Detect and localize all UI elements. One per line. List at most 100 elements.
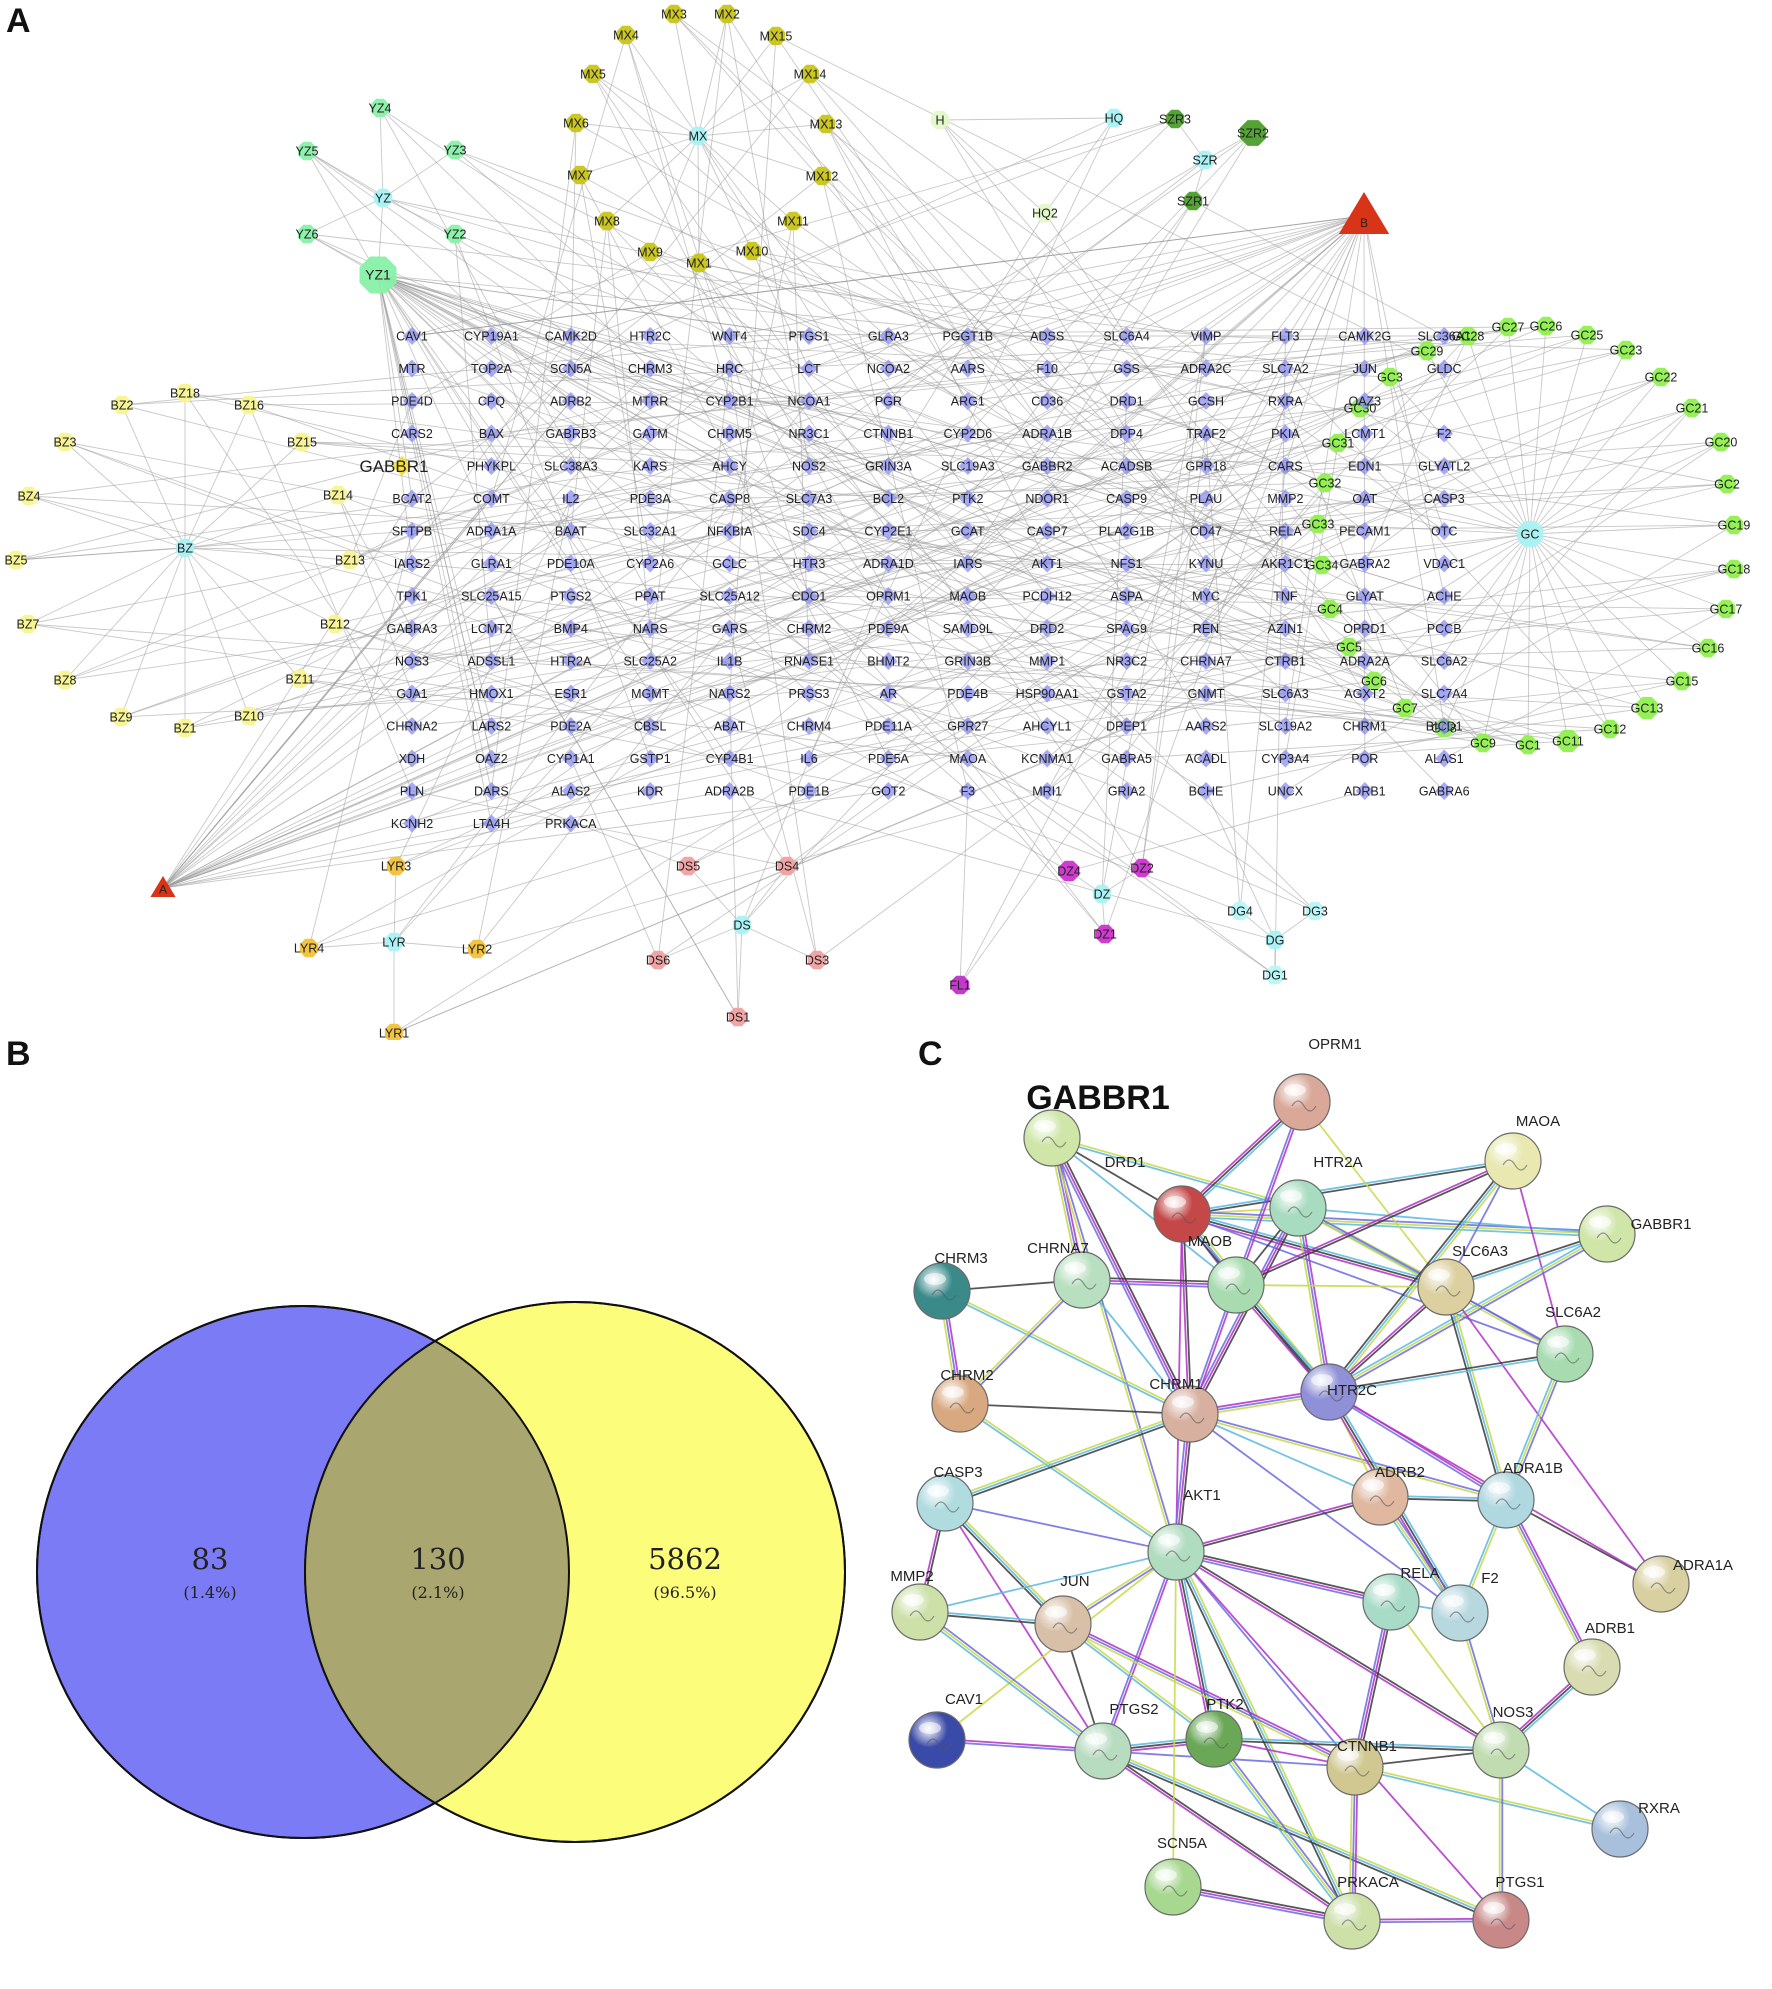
edge-lyr-slc25a2 — [393, 660, 651, 943]
edge-bz8-ahcy — [64, 465, 730, 681]
node-gc20: GC20 — [1705, 432, 1737, 452]
edge-b-cav1 — [411, 215, 1365, 337]
node-ptgs1: PTGS1 — [789, 327, 830, 345]
svg-text:DPP4: DPP4 — [1110, 427, 1143, 441]
node-lars2: LARS2 — [472, 717, 511, 735]
svg-text:BAAT: BAAT — [555, 525, 587, 539]
svg-text:CYP2B1: CYP2B1 — [706, 395, 754, 409]
edge-gc17-chrna2 — [411, 608, 1727, 727]
svg-text:PTGS2: PTGS2 — [1109, 1701, 1158, 1718]
node-abat: ABAT — [714, 717, 746, 735]
svg-text:CYP2E1: CYP2E1 — [864, 525, 912, 539]
svg-text:SLC7A3: SLC7A3 — [786, 492, 833, 506]
svg-text:CYP1A1: CYP1A1 — [547, 752, 595, 766]
node-azin1: AZIN1 — [1268, 619, 1303, 638]
svg-text:CAV1: CAV1 — [945, 1691, 983, 1708]
svg-text:YZ5: YZ5 — [296, 145, 319, 159]
node-slc36a1: SLC36A1 — [1417, 327, 1471, 345]
ppi-edge — [1175, 1551, 1356, 1768]
node-sdc4: SDC4 — [792, 522, 826, 540]
node-myc: MYC — [1192, 587, 1220, 605]
svg-text:MMP2: MMP2 — [1267, 492, 1303, 506]
ppi-edge — [944, 1413, 1191, 1504]
node-gstp1: GSTP1 — [630, 749, 671, 768]
svg-text:GLDC: GLDC — [1427, 362, 1462, 376]
edge-yz5-dpep1 — [306, 150, 1127, 727]
node-baat: BAAT — [555, 522, 587, 540]
svg-text:HRC: HRC — [716, 362, 743, 376]
svg-text:PGGT1B: PGGT1B — [942, 330, 993, 344]
edge-a-hrc — [162, 368, 730, 889]
edge-dz1-maoa — [967, 758, 1106, 935]
edge-lyr4-jun — [308, 368, 1366, 949]
svg-text:ADRA1A: ADRA1A — [1673, 1557, 1733, 1574]
node-comt: COMT — [473, 489, 510, 508]
edge-ds6-hrc — [657, 368, 731, 961]
edge-b-iars2 — [411, 215, 1365, 564]
svg-text:CASP3: CASP3 — [1424, 492, 1465, 506]
node-il6: IL6 — [800, 749, 818, 768]
node-bz15: BZ15 — [287, 432, 317, 452]
svg-text:GSTP1: GSTP1 — [630, 752, 671, 766]
ppi-edge — [1181, 1215, 1446, 1291]
edge-gc-gc3 — [1389, 376, 1531, 535]
ppi-edge — [1172, 1886, 1353, 1922]
svg-text:SLC19A2: SLC19A2 — [1259, 720, 1313, 734]
node-cyp2b1: CYP2B1 — [706, 392, 754, 410]
svg-text:MAOA: MAOA — [949, 752, 986, 766]
svg-text:AHCYL1: AHCYL1 — [1023, 720, 1072, 734]
node-slc25a2: SLC25A2 — [623, 652, 677, 670]
node-gsta2: GSTA2 — [1107, 684, 1147, 703]
svg-text:GC27: GC27 — [1492, 321, 1525, 335]
node-fl1: FL1 — [949, 975, 971, 995]
ppi-edge — [1328, 1233, 1608, 1393]
svg-text:GC16: GC16 — [1692, 642, 1725, 656]
node-ache: ACHE — [1427, 587, 1462, 605]
protein-node-chrm2: CHRM2 — [931, 1367, 994, 1433]
svg-text:GABRA3: GABRA3 — [387, 622, 438, 636]
node-pde9a: PDE9A — [868, 619, 910, 638]
ppi-edge — [1329, 1354, 1566, 1395]
svg-text:ABAT: ABAT — [714, 720, 746, 734]
svg-text:H: H — [935, 114, 944, 128]
svg-text:DS: DS — [733, 919, 750, 933]
edge-bz11-oat — [299, 498, 1365, 680]
svg-text:GNMT: GNMT — [1188, 687, 1225, 701]
svg-text:GRIN3B: GRIN3B — [945, 655, 992, 669]
ppi-edge — [1301, 1101, 1447, 1288]
svg-text:IL6: IL6 — [800, 752, 817, 766]
node-gc1: GC1 — [1515, 735, 1541, 755]
svg-text:PDE4D: PDE4D — [391, 395, 433, 409]
node-pde2a: PDE2A — [550, 717, 592, 735]
svg-text:BZ13: BZ13 — [335, 554, 365, 568]
edge-gc6-scn5a — [570, 368, 1375, 682]
node-gabbr2: GABBR2 — [1022, 457, 1073, 475]
svg-text:RELA: RELA — [1400, 1565, 1439, 1582]
node-gabra2: GABRA2 — [1339, 554, 1390, 573]
node-slc7a4: SLC7A4 — [1421, 684, 1468, 703]
ppi-edge — [1052, 1135, 1299, 1208]
edge-dg-bche — [1205, 790, 1276, 941]
svg-text:KARS: KARS — [633, 460, 667, 474]
svg-text:BZ2: BZ2 — [111, 399, 134, 413]
svg-text:CASP3: CASP3 — [933, 1464, 982, 1481]
edge-yz6-akt1 — [306, 233, 1048, 564]
edge-lyr1-ctrb1 — [393, 660, 1286, 1034]
ppi-edge — [1101, 1751, 1352, 1923]
svg-text:CHRM2: CHRM2 — [787, 622, 831, 636]
ppi-edge — [1505, 1499, 1593, 1668]
node-vimp: VIMP — [1191, 327, 1221, 345]
edge-bz15-bcl2 — [301, 441, 889, 499]
ppi-edge — [1172, 1552, 1351, 1923]
edge-mx10-vimp — [751, 250, 1207, 337]
svg-text:YZ4: YZ4 — [369, 102, 392, 116]
edge-yz1-ptgs1 — [377, 274, 810, 337]
svg-text:HTR2C: HTR2C — [1327, 1382, 1377, 1399]
node-gc32: GC32 — [1309, 473, 1341, 493]
edge-lyr2-il2 — [476, 498, 572, 950]
node-dg1: DG1 — [1262, 965, 1288, 985]
svg-text:LCT: LCT — [797, 362, 821, 376]
svg-text:IARS: IARS — [953, 557, 982, 571]
node-acadl: ACADL — [1185, 749, 1227, 768]
